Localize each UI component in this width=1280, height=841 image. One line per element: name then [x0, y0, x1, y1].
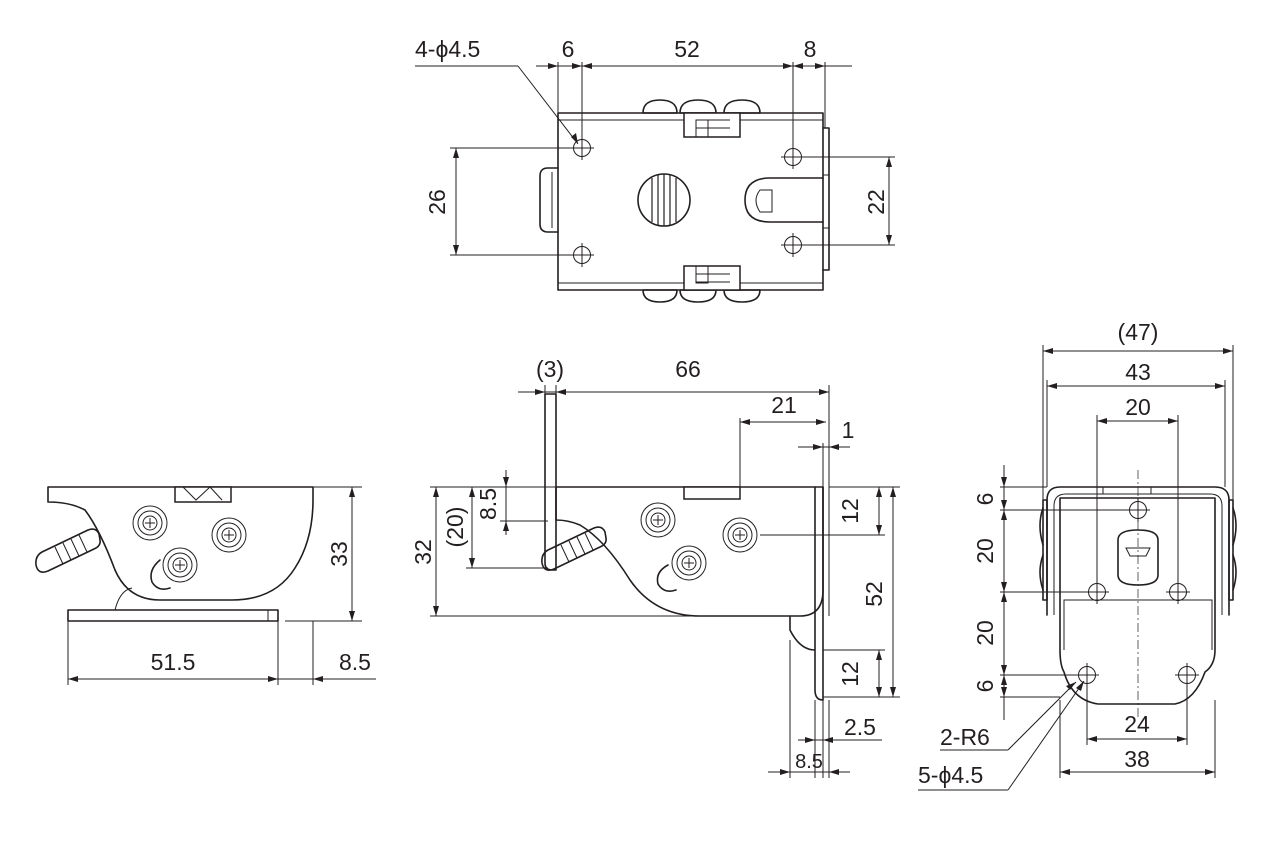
- dim-20top-right: 20: [1125, 394, 1151, 420]
- left-view-lever: [35, 528, 101, 573]
- right-view-dimensions: (47) 43 20 6 20 20 6: [918, 319, 1234, 791]
- front-view-arm: [544, 393, 557, 571]
- dim-38-right: 38: [1124, 746, 1150, 772]
- dim-20b-right: 20: [972, 620, 998, 646]
- front-view-dimensions: (3) 66 21 1 32 (20): [410, 356, 900, 778]
- front-view-rivets: [640, 502, 758, 581]
- right-view-plate: [1059, 497, 1216, 705]
- top-view: 6 52 8 4-ϕ4.5 26 22: [415, 36, 895, 303]
- top-view-slot: [744, 177, 824, 223]
- top-view-tabs: [683, 112, 741, 291]
- top-view-dimensions: 6 52 8 4-ϕ4.5 26 22: [415, 36, 895, 256]
- dim-21-front: 21: [771, 392, 797, 418]
- dim-22-top: 22: [863, 189, 889, 215]
- dim-20a-right: 20: [972, 538, 998, 564]
- dim-20-front: (20): [442, 507, 468, 548]
- dim-66-front: 66: [675, 356, 701, 382]
- dim-6a-right: 6: [972, 493, 998, 506]
- dim-holes-top: 4-ϕ4.5: [415, 36, 480, 62]
- dim-24-right: 24: [1124, 711, 1150, 737]
- dim-515-left: 51.5: [151, 649, 196, 675]
- left-view: 33 51.5 8.5: [35, 486, 376, 685]
- dim-1-front: 1: [842, 417, 855, 443]
- dim-85b-front: 8.5: [795, 751, 823, 773]
- dim-6b-right: 6: [972, 680, 998, 693]
- dim-3-front: (3): [536, 356, 564, 382]
- dim-85-left: 8.5: [339, 649, 371, 675]
- dim-holes-right: 5-ϕ4.5: [918, 762, 983, 788]
- dim-52-front: 52: [861, 581, 887, 607]
- right-view: (47) 43 20 6 20 20 6: [918, 319, 1237, 791]
- dim-26-top: 26: [424, 189, 450, 215]
- left-view-rivets: [132, 505, 247, 583]
- dim-6-top: 6: [562, 36, 575, 62]
- left-view-dimensions: 33 51.5 8.5: [67, 486, 376, 685]
- dim-52-top: 52: [674, 36, 700, 62]
- right-view-holes: [1074, 497, 1200, 688]
- dim-85a-front: 8.5: [475, 488, 501, 520]
- dim-33-left: 33: [326, 541, 352, 567]
- dim-12b-front: 12: [837, 661, 863, 687]
- front-view: (3) 66 21 1 32 (20): [410, 356, 900, 778]
- front-view-lever: [541, 526, 607, 571]
- left-view-base: [67, 609, 279, 622]
- top-view-holes: [569, 135, 806, 268]
- dim-47-right: (47): [1118, 319, 1159, 345]
- top-view-center-knob: [637, 173, 691, 227]
- front-view-leg: [789, 486, 824, 701]
- top-view-rollers: [642, 99, 761, 303]
- dim-25-front: 2.5: [844, 714, 876, 740]
- top-view-handle: [539, 167, 559, 233]
- dim-32-front: 32: [410, 539, 436, 565]
- dim-8-top: 8: [804, 36, 817, 62]
- dim-43-right: 43: [1125, 359, 1151, 385]
- dim-12a-front: 12: [837, 498, 863, 524]
- dim-radius-right: 2-R6: [940, 724, 990, 750]
- left-view-body: [47, 486, 314, 601]
